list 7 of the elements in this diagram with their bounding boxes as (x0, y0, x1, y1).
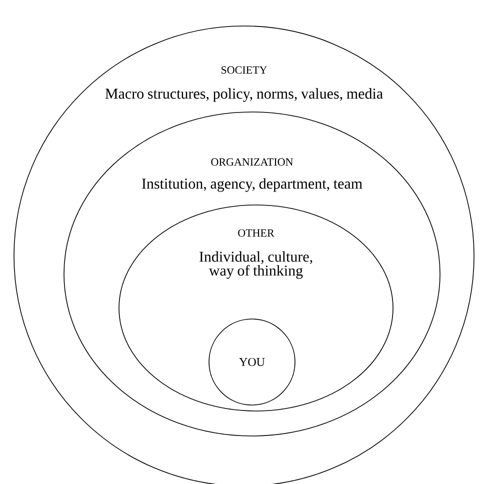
heading: YOU (239, 358, 265, 366)
heading: ORGANIZATION (211, 158, 293, 166)
heading: OTHER (238, 229, 274, 237)
description: Individual, culture, way of thinking (199, 251, 312, 279)
description: Institution, agency, department, team (142, 178, 362, 192)
description: Macro structures, policy, norms, values, media (105, 88, 383, 102)
heading: SOCIETY (222, 66, 267, 74)
